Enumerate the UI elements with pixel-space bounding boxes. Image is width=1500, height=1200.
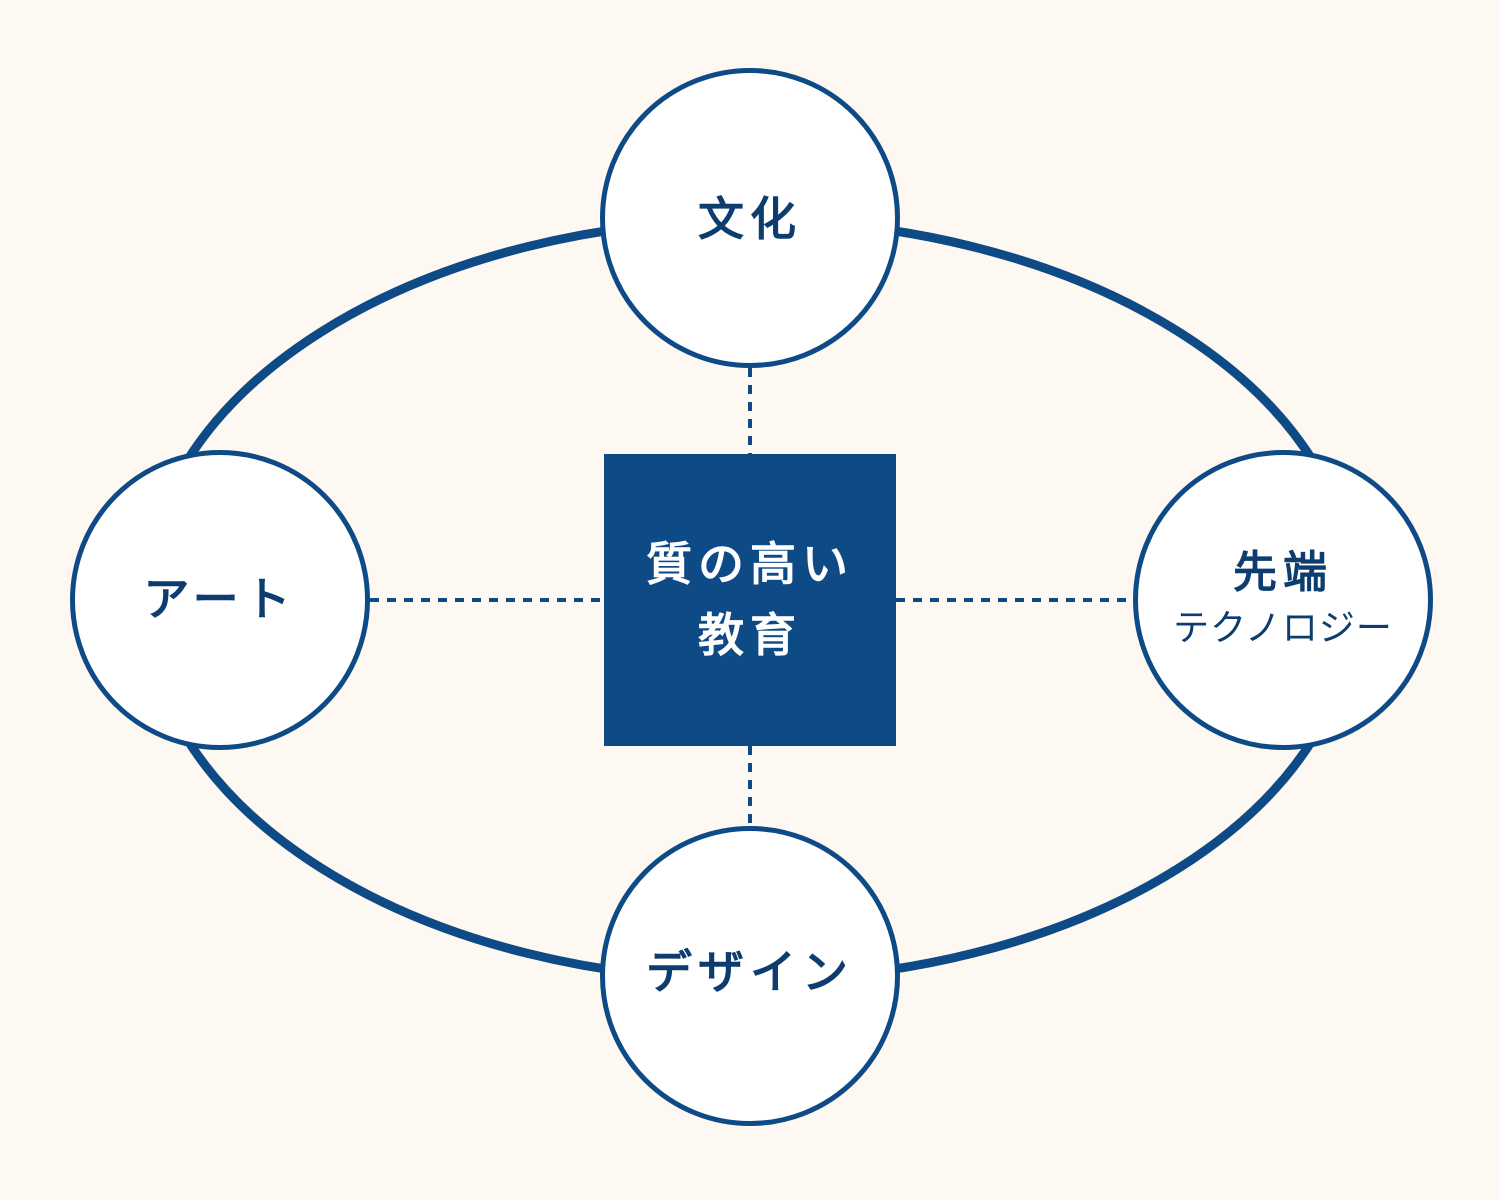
node-tech-label: 先端 (1233, 547, 1333, 599)
node-design-label: デザイン (646, 945, 854, 1000)
center-label-line2: 教育 (698, 608, 802, 662)
node-art-label: アート (143, 572, 297, 627)
node-culture-label: 文化 (698, 192, 802, 247)
center-box-quality-education: 質の高い 教育 (604, 454, 896, 746)
node-culture: 文化 (600, 68, 900, 368)
node-design: デザイン (600, 826, 900, 1126)
node-tech: 先端 テクノロジー (1133, 450, 1433, 750)
center-label-line1: 質の高い (646, 536, 854, 591)
node-art: アート (70, 450, 370, 750)
node-tech-sublabel: テクノロジー (1173, 608, 1393, 649)
